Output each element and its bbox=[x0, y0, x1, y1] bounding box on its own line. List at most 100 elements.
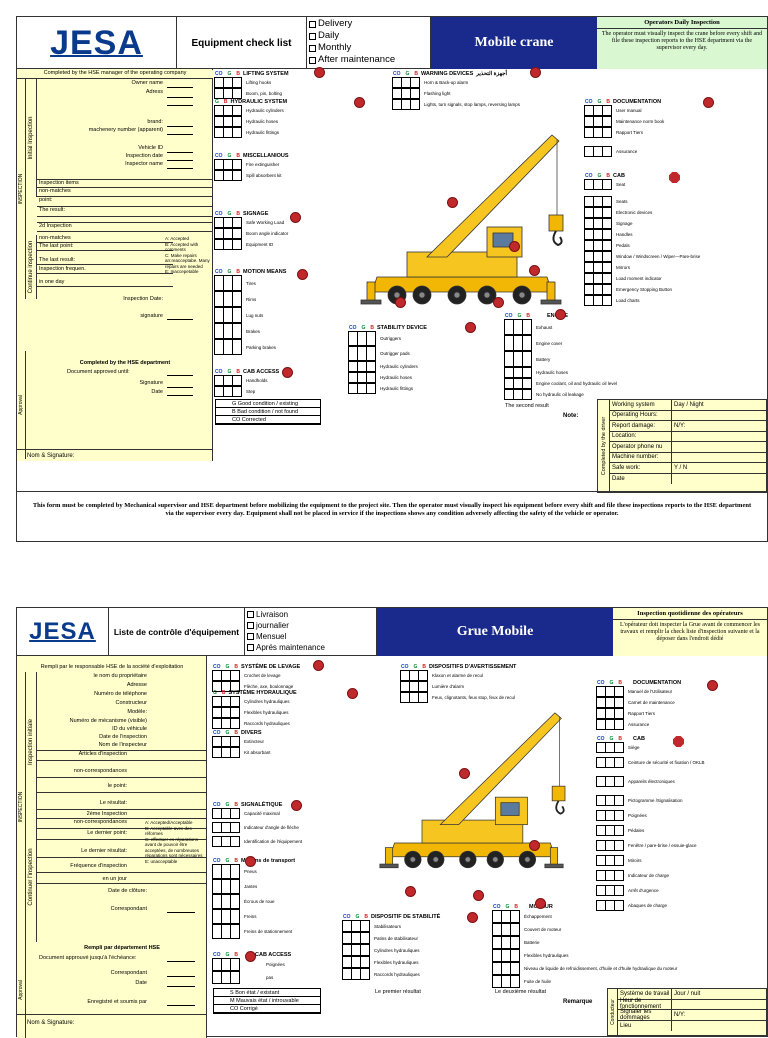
checklist-item[interactable]: Signage bbox=[584, 218, 700, 229]
checklist-item[interactable]: Assurance bbox=[584, 146, 664, 157]
checklist-item[interactable]: Brakes bbox=[214, 323, 286, 339]
checklist-item[interactable]: Flexibles hydrauliques bbox=[492, 949, 677, 962]
checklist-item[interactable]: Extincteur bbox=[212, 736, 271, 747]
checklist-item[interactable]: Jantes bbox=[212, 879, 295, 894]
checklist-item[interactable]: Maintenance norm book bbox=[584, 116, 664, 127]
driver-row[interactable]: Location: bbox=[610, 431, 766, 442]
checkbox-icon[interactable] bbox=[247, 622, 254, 629]
checklist-item[interactable]: Engine cover bbox=[504, 335, 617, 351]
checklist-item[interactable]: Rapport Tiers bbox=[596, 708, 681, 719]
checklist-item[interactable]: Engine coolant, oil and hydraulic oil le… bbox=[504, 378, 617, 389]
checklist-item[interactable]: pas bbox=[212, 971, 291, 984]
driver-row[interactable]: Operating Hours: bbox=[610, 410, 766, 421]
checklist-item[interactable]: Poignées bbox=[596, 810, 705, 821]
checklist-item[interactable]: Siège bbox=[596, 742, 705, 753]
frequency-option[interactable]: Mensuel bbox=[247, 631, 374, 642]
checklist-item[interactable]: Kit absorbant bbox=[212, 747, 271, 758]
checkbox-icon[interactable] bbox=[309, 20, 316, 28]
checklist-item[interactable]: User manual bbox=[584, 105, 664, 116]
checklist-item[interactable]: Hydraulic fittings bbox=[214, 127, 287, 138]
driver-row[interactable]: Machine number: bbox=[610, 452, 766, 463]
checkbox-icon[interactable] bbox=[309, 56, 316, 64]
checklist-item[interactable]: Patins de stabilisateur bbox=[342, 932, 440, 944]
checklist-item[interactable]: Flashing light bbox=[392, 88, 520, 99]
driver-row[interactable]: Date bbox=[610, 473, 766, 484]
checklist-item[interactable]: Load charts bbox=[584, 295, 700, 306]
doc-approved-field[interactable] bbox=[167, 375, 193, 376]
checklist-item[interactable]: Safe Working Load bbox=[214, 217, 288, 228]
checklist-item[interactable]: Hydraulic hoses bbox=[348, 372, 427, 383]
checklist-item[interactable]: Pneus bbox=[212, 864, 295, 879]
checklist-item[interactable]: Fuite de huile bbox=[492, 975, 677, 988]
checkbox-icon[interactable] bbox=[247, 611, 254, 618]
checklist-item[interactable]: Equipment ID bbox=[214, 239, 288, 250]
inspection-date-field[interactable] bbox=[167, 160, 193, 161]
checklist-item[interactable]: Exhaust bbox=[504, 319, 617, 335]
checklist-item[interactable]: Niveau de liquide de refroidissement, d'… bbox=[492, 962, 677, 975]
checklist-item[interactable]: Freins de stationnement bbox=[212, 924, 295, 939]
checklist-item[interactable]: Miroirs bbox=[596, 855, 705, 866]
checklist-item[interactable]: Hydraulic hoses bbox=[504, 367, 617, 378]
checklist-item[interactable]: Manuel de l'Utilisateur bbox=[596, 686, 681, 697]
checklist-item[interactable]: Pictogramme /Signalisation bbox=[596, 795, 705, 806]
checklist-item[interactable]: Lifting hooks bbox=[214, 77, 289, 88]
checklist-item[interactable]: Appareils électroniques bbox=[596, 776, 705, 787]
checklist-item[interactable]: Horn & Back-up alarm bbox=[392, 77, 520, 88]
correspondent-field-2[interactable] bbox=[167, 976, 195, 977]
checklist-item[interactable]: Fenêtre / pare-brise / essuie-glace bbox=[596, 840, 705, 851]
checklist-item[interactable]: Ceinture de sécurité et fixation / OKLB bbox=[596, 757, 705, 768]
checklist-item[interactable]: Klaxon et alarme de recul bbox=[400, 670, 516, 681]
driver-row[interactable]: Lieu bbox=[618, 1020, 766, 1031]
frequency-option[interactable]: Delivery bbox=[309, 18, 428, 30]
checklist-item[interactable]: Seats bbox=[584, 196, 700, 207]
checklist-item[interactable]: Poignées bbox=[212, 958, 291, 971]
checklist-item[interactable]: Cylindres hydrauliques bbox=[342, 944, 440, 956]
checklist-item[interactable]: Window / Windscreen / Wiper—Pare-brise bbox=[584, 251, 700, 262]
frequency-option[interactable]: After maintenance bbox=[309, 54, 428, 66]
checklist-item[interactable]: Hydraulic fittings bbox=[348, 383, 427, 394]
address-field-2[interactable] bbox=[167, 105, 193, 106]
checklist-item[interactable]: Rapport Tiers bbox=[584, 127, 664, 138]
registered-by-field[interactable] bbox=[167, 1005, 195, 1006]
driver-row[interactable]: Report damage:N/Y: bbox=[610, 421, 766, 432]
checklist-item[interactable]: Abaques de charge bbox=[596, 900, 705, 911]
checklist-item[interactable]: Crochet de levage bbox=[212, 670, 300, 681]
checklist-item[interactable]: Couvert de moteur bbox=[492, 923, 677, 936]
checklist-item[interactable]: Flèche, axe, boulonnage bbox=[212, 681, 300, 692]
checklist-item[interactable]: Hydraulic cylinders bbox=[214, 105, 287, 116]
checklist-item[interactable]: Lumière d'alarm bbox=[400, 681, 516, 692]
checklist-item[interactable]: Tires bbox=[214, 275, 286, 291]
checklist-item[interactable]: Rims bbox=[214, 291, 286, 307]
driver-row[interactable]: Safe work:Y / N bbox=[610, 463, 766, 474]
address-field[interactable] bbox=[167, 97, 193, 98]
checklist-item[interactable]: Échappement bbox=[492, 910, 677, 923]
checkbox-icon[interactable] bbox=[247, 633, 254, 640]
checklist-item[interactable]: Handles bbox=[584, 229, 700, 240]
checklist-item[interactable]: Pédales bbox=[596, 825, 705, 836]
owner-name-field[interactable] bbox=[167, 87, 193, 88]
checklist-item[interactable]: Seat bbox=[584, 179, 700, 190]
checklist-item[interactable]: Parking brakes bbox=[214, 339, 286, 355]
checkbox-icon[interactable] bbox=[309, 32, 316, 40]
checklist-item[interactable]: Cylindres hydrauliques bbox=[212, 696, 297, 707]
checklist-item[interactable]: Step bbox=[214, 386, 279, 397]
checklist-item[interactable]: Indicateur de charge bbox=[596, 870, 705, 881]
checklist-item[interactable]: Stabilisateurs bbox=[342, 920, 440, 932]
checklist-item[interactable]: Assurance bbox=[596, 719, 681, 730]
checkbox-icon[interactable] bbox=[247, 644, 254, 651]
checklist-item[interactable]: Lights, turn signals, stop lamps, revers… bbox=[392, 99, 520, 110]
checkbox-icon[interactable] bbox=[309, 44, 316, 52]
checklist-item[interactable]: Outriggers bbox=[348, 331, 427, 346]
frequency-option[interactable]: Daily bbox=[309, 30, 428, 42]
machinery-number-field[interactable] bbox=[167, 134, 193, 135]
frequency-option[interactable]: Livraison bbox=[247, 609, 374, 620]
checklist-item[interactable]: Electronic devices bbox=[584, 207, 700, 218]
checklist-item[interactable]: Raccords hydrauliques bbox=[342, 968, 440, 980]
vehicle-id-field[interactable] bbox=[167, 152, 193, 153]
signature-field[interactable] bbox=[167, 319, 193, 320]
checklist-item[interactable]: Hydraulic hoses bbox=[214, 116, 287, 127]
checklist-item[interactable]: Outrigger pads bbox=[348, 346, 427, 361]
checklist-item[interactable]: Battery bbox=[504, 351, 617, 367]
checklist-item[interactable]: Emergency Stopping Button bbox=[584, 284, 700, 295]
